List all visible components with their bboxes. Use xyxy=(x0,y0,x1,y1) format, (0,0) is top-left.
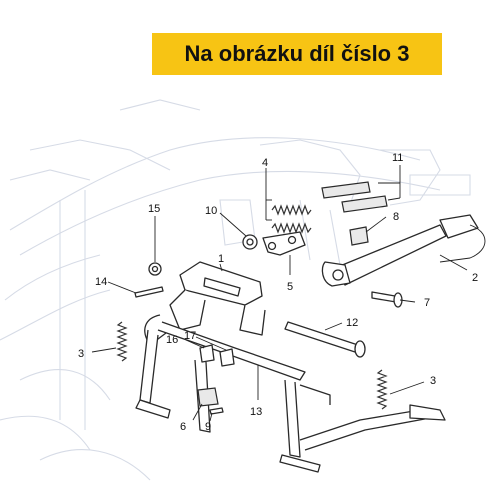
callout-9: 9 xyxy=(205,421,211,433)
part-number-banner: Na obrázku díl číslo 3 xyxy=(152,33,442,75)
callout-16: 16 xyxy=(166,334,178,346)
callout-8: 8 xyxy=(393,211,399,223)
part-7-bolt xyxy=(371,291,403,308)
part-5-plate xyxy=(262,231,306,256)
callout-17: 17 xyxy=(184,330,196,342)
banner-text: Na obrázku díl číslo 3 xyxy=(184,41,410,66)
callout-11: 11 xyxy=(392,152,403,164)
part-1-stand-bracket xyxy=(144,261,266,346)
ghost-frame xyxy=(0,99,471,481)
part-8-stopper xyxy=(349,226,369,246)
leader-lines xyxy=(91,165,468,422)
callout-6: 6 xyxy=(180,421,186,433)
callout-15: 15 xyxy=(148,203,160,215)
callout-14: 14 xyxy=(95,276,107,288)
callout-12: 12 xyxy=(346,317,358,329)
callout-2: 2 xyxy=(472,272,478,284)
part-15-washer xyxy=(148,262,162,276)
part-9-bolt xyxy=(209,407,224,415)
part-16-17-bushings xyxy=(199,344,235,367)
center-stand-frame xyxy=(135,321,446,473)
callout-4: 4 xyxy=(262,157,268,169)
part-3-springs xyxy=(116,321,388,410)
callout-numbers: 1 2 3 3 4 5 6 7 8 9 10 11 12 13 14 15 16… xyxy=(78,152,478,433)
callout-7: 7 xyxy=(424,297,430,309)
part-2-side-stand xyxy=(321,214,486,287)
callout-1: 1 xyxy=(218,253,224,265)
part-11-bushings xyxy=(321,181,388,213)
part-12-pin xyxy=(284,321,366,358)
part-14-pin xyxy=(134,286,164,298)
callout-5: 5 xyxy=(287,281,293,293)
callout-13: 13 xyxy=(250,406,262,418)
callout-10: 10 xyxy=(205,205,217,217)
callout-3-right: 3 xyxy=(430,375,436,387)
part-6-rubber-block xyxy=(197,387,219,407)
callout-3-left: 3 xyxy=(78,348,84,360)
part-10-washer xyxy=(242,234,258,250)
part-4-springs xyxy=(271,204,312,234)
